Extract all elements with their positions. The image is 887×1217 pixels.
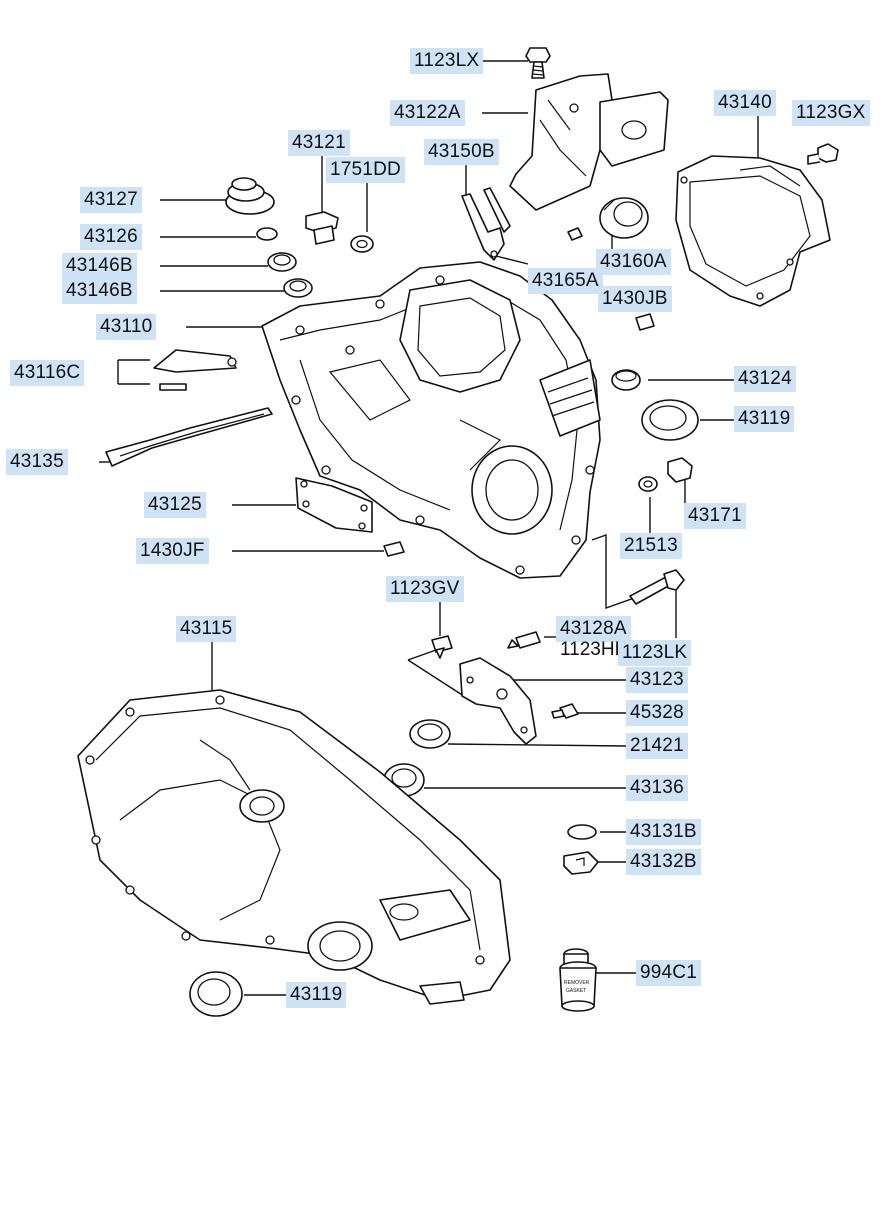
callout-1123lx[interactable]: 1123LX (410, 48, 484, 74)
bracket-43123 (459, 657, 537, 745)
disc-43131b (567, 824, 597, 840)
mount-bracket-43122a (509, 73, 669, 211)
callout-43140[interactable]: 43140 (714, 90, 776, 116)
seal-43146b-lower (283, 278, 313, 298)
callout-43125[interactable]: 43125 (144, 492, 206, 518)
callout-1430jf[interactable]: 1430JF (136, 538, 209, 564)
callout-43126[interactable]: 43126 (80, 224, 142, 250)
bracket-43116c (153, 349, 237, 391)
seal-21421 (409, 719, 451, 749)
tube-embossed-text-2: GASKET (566, 988, 586, 994)
bolt-1123lx (525, 47, 551, 79)
boot-43127 (225, 177, 275, 215)
callout-43146b-lower[interactable]: 43146B (62, 278, 137, 304)
pin-1430jb (635, 313, 655, 331)
pin-1430jf (383, 541, 405, 557)
callout-43136[interactable]: 43136 (626, 775, 688, 801)
transaxle-case-43110 (261, 261, 601, 579)
bolt-1123gx (807, 143, 839, 165)
bolt-1123lk (629, 569, 685, 605)
callout-43119-lower[interactable]: 43119 (286, 982, 347, 1008)
callout-43119-upper[interactable]: 43119 (734, 406, 795, 432)
callout-43127[interactable]: 43127 (80, 187, 142, 213)
callout-43121[interactable]: 43121 (288, 130, 350, 156)
gasket-43135 (105, 407, 273, 467)
callout-1123hb[interactable]: 1123HB (560, 639, 628, 660)
seal-43160a (599, 197, 649, 239)
clutch-housing-43115 (77, 689, 511, 1005)
callout-21513[interactable]: 21513 (620, 533, 682, 559)
bolt-1123gv (431, 635, 453, 659)
callout-45328[interactable]: 45328 (626, 700, 688, 726)
callout-43131b[interactable]: 43131B (626, 819, 701, 845)
ring-43126 (256, 227, 278, 241)
callout-43116c[interactable]: 43116C (10, 360, 85, 386)
callout-43115[interactable]: 43115 (176, 616, 237, 642)
tube-embossed-text: REMOVER (564, 980, 590, 986)
callout-43123[interactable]: 43123 (626, 667, 688, 693)
washer-21513 (638, 476, 658, 492)
callout-43110[interactable]: 43110 (96, 314, 157, 340)
callout-43135[interactable]: 43135 (6, 449, 68, 475)
callout-43171[interactable]: 43171 (684, 503, 746, 529)
cap-43124 (611, 369, 641, 391)
callout-1430jb[interactable]: 1430JB (598, 286, 672, 312)
callout-21421[interactable]: 21421 (626, 733, 688, 759)
plug-43121 (305, 211, 339, 245)
screw-43165a (567, 227, 583, 241)
callout-1123gv[interactable]: 1123GV (386, 576, 464, 602)
sealant-tube-994c1: REMOVER GASKET (559, 948, 597, 1012)
callout-43128a[interactable]: 43128A (556, 616, 631, 642)
callout-43165a[interactable]: 43165A (528, 268, 603, 294)
callout-1751dd[interactable]: 1751DD (326, 157, 405, 183)
seal-43119-lower (189, 971, 243, 1017)
seal-43119-upper (641, 399, 699, 441)
callout-43124[interactable]: 43124 (734, 366, 796, 392)
callout-43160a[interactable]: 43160A (596, 249, 671, 275)
clip-43132b (563, 851, 599, 875)
plug-43171 (667, 457, 693, 483)
seal-43146b-upper (267, 252, 297, 272)
cover-plate-43125 (295, 477, 373, 533)
callout-43150b[interactable]: 43150B (424, 139, 499, 165)
callout-43146b-upper[interactable]: 43146B (62, 253, 137, 279)
callout-43122a[interactable]: 43122A (390, 100, 465, 126)
callout-1123lk[interactable]: 1123LK (618, 640, 692, 666)
bolt-1123hb (507, 631, 541, 649)
washer-1751dd (350, 235, 374, 253)
lever-43150b (461, 187, 511, 261)
callout-1123gx[interactable]: 1123GX (792, 100, 870, 126)
callout-43132b[interactable]: 43132B (626, 849, 701, 875)
callout-994c1[interactable]: 994C1 (636, 960, 701, 986)
extension-housing-43140 (675, 155, 831, 307)
screw-45328 (551, 703, 579, 719)
